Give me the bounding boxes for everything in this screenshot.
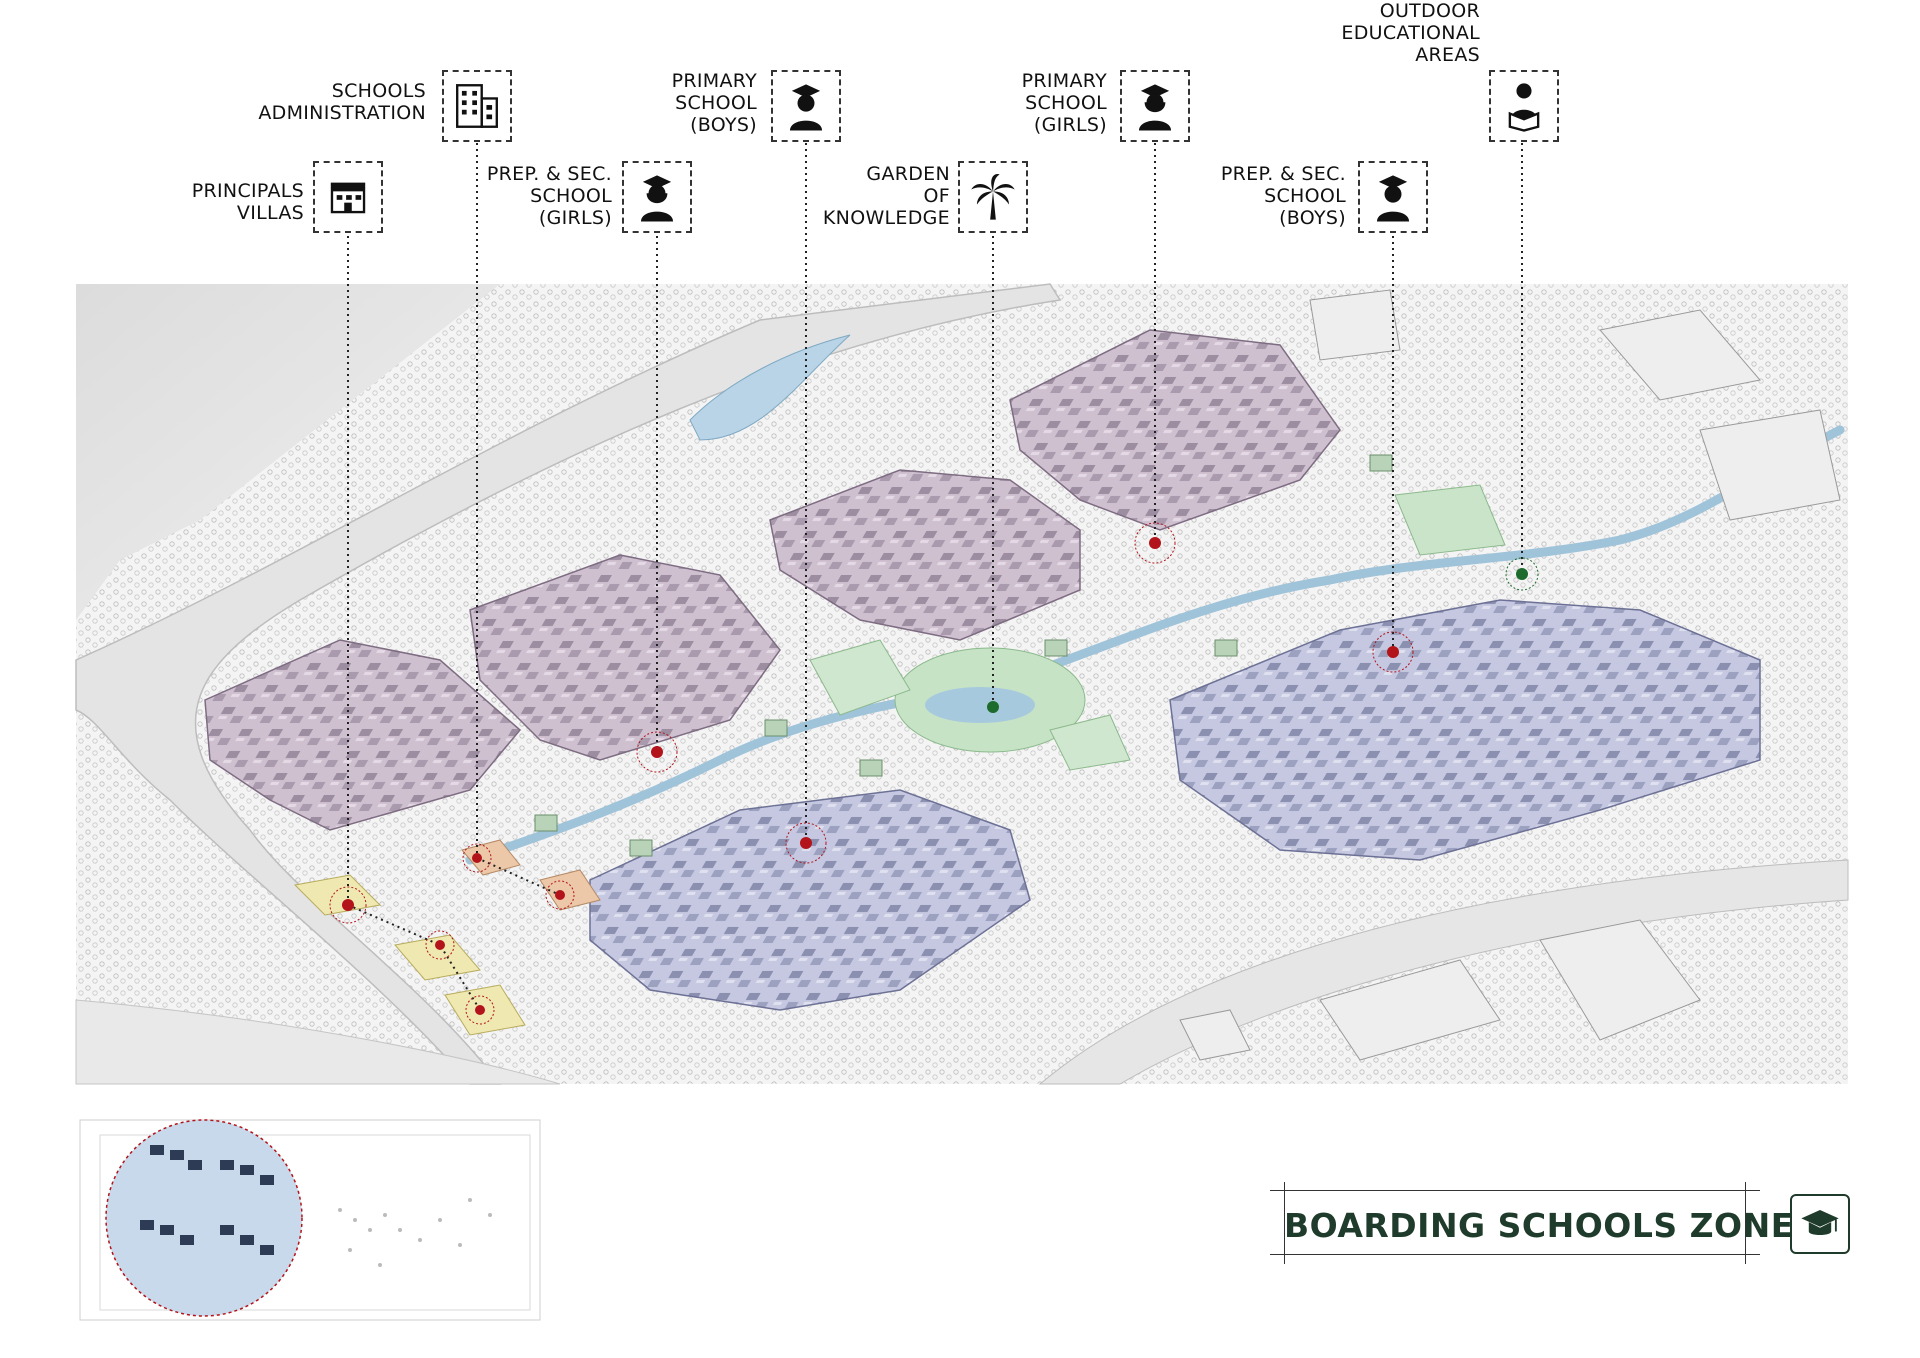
marker-villa-2 [425,930,455,960]
pavilion [534,814,558,832]
graduate-boy-icon [1376,175,1410,222]
label-prep-sec-boys: PREP. & SEC. SCHOOL (BOYS) [1220,163,1346,229]
outdoor-educational-icon-box [1489,70,1559,142]
schools-administration-icon-box [442,70,512,142]
primary-boys-icon-box [771,70,841,142]
boys-block-primary [589,789,1031,1011]
palm-tree-icon [971,174,1015,220]
title-frame-top [1270,1190,1760,1191]
marker-outdoor-educational [1505,557,1539,591]
boys-block-prep-sec [1169,599,1761,861]
villa-plot-2 [394,934,481,981]
pavilion [1369,454,1393,472]
girls-block-principals-area [204,639,522,831]
garden-courts [809,639,911,716]
marker-primary-girls [1134,522,1176,564]
marker-prep-sec-boys [1372,631,1414,673]
prep-sec-boys-icon-box [1358,161,1428,233]
title-frame-bottom [1270,1254,1760,1255]
pavilion [859,759,883,777]
label-schools-administration: SCHOOLS ADMINISTRATION [258,80,426,124]
garden-pond [925,687,1035,723]
building-villa-icon [330,182,366,214]
undeveloped-land [76,284,500,620]
pond-top [689,334,851,441]
ring-road [75,283,1062,1085]
label-garden-of-knowledge: GARDEN OF KNOWLEDGE [822,163,950,229]
admin-building-2 [539,869,601,911]
label-principals-villas: PRINCIPALS VILLAS [191,180,304,224]
graduate-girl-icon [1138,84,1172,131]
girls-block-primary-north [1009,329,1341,531]
principals-villas-icon-box [313,161,383,233]
marker-garden-of-knowledge [987,701,999,713]
garden-of-knowledge-icon-box [958,161,1028,233]
marker-prep-sec-girls [636,731,678,773]
neighbor-buildings [1179,289,1841,1061]
marker-primary-boys [785,822,827,864]
label-primary-boys: PRIMARY SCHOOL (BOYS) [671,70,757,136]
primary-girls-icon-box [1120,70,1190,142]
zone-icon-box [1790,1194,1850,1254]
label-outdoor-educational-areas: OUTDOOR EDUCATIONAL AREAS [1341,0,1480,66]
graduate-girl-icon [640,175,674,222]
location-markers [329,522,1539,1025]
right-road [1038,859,1849,1085]
admin-building-1 [461,839,521,876]
pavilion [1044,639,1068,657]
pavilion [629,839,653,857]
reader-icon [1508,83,1540,132]
river [465,425,1845,865]
title-frame-left [1284,1182,1285,1264]
office-building-icon [456,84,498,128]
graduation-cap-icon [1801,1210,1839,1235]
football-pitch [1394,484,1506,556]
marker-admin-2 [545,880,575,910]
girls-block-primary [769,469,1081,641]
graduate-boy-icon [789,84,823,131]
marker-villa-3 [465,995,495,1025]
pavilion [764,719,788,737]
key-map [79,1119,541,1321]
label-primary-girls: PRIMARY SCHOOL (GIRLS) [1021,70,1107,136]
zone-title: BOARDING SCHOOLS ZONE [1284,1206,1794,1245]
prep-sec-girls-icon-box [622,161,692,233]
title-frame-right [1745,1182,1746,1264]
label-prep-sec-girls: PREP. & SEC. SCHOOL (GIRLS) [486,163,612,229]
bottom-road [75,999,561,1085]
leader-lines [347,143,1523,1011]
pavilion [1214,639,1238,657]
girls-block-prep-sec [469,554,781,761]
key-map-highlight [105,1119,303,1317]
garden-courts-2 [1049,714,1131,771]
villa-plot-1 [293,874,382,916]
marker-schools-administration [462,843,492,873]
marker-principals-villas [329,886,367,924]
